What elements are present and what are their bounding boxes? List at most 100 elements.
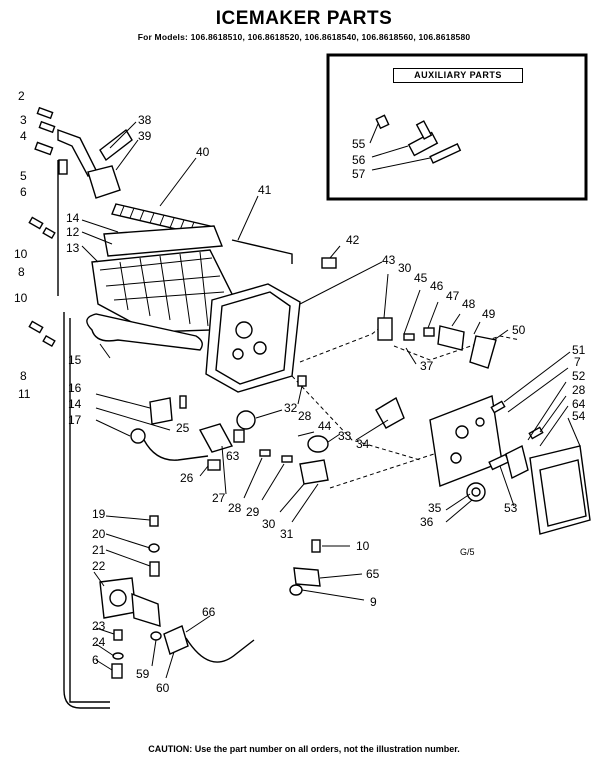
arm-part-27 xyxy=(198,423,234,453)
housing-part-43 xyxy=(205,283,301,393)
switch-part-48 xyxy=(437,325,465,351)
aux-part-55 xyxy=(375,114,390,130)
callout-2: 2 xyxy=(18,89,25,103)
figure-code: G/5 xyxy=(460,547,475,557)
callout-48: 48 xyxy=(462,297,476,311)
callout-55: 55 xyxy=(352,137,366,151)
callout-31: 31 xyxy=(280,527,294,541)
tube-adapter-part-6 xyxy=(58,159,68,175)
clip-part-59 xyxy=(150,631,162,641)
screw-part-7 xyxy=(490,400,506,414)
callout-14b: 14 xyxy=(68,397,82,411)
washer-part-20 xyxy=(148,543,160,553)
callout-28a: 28 xyxy=(228,501,242,515)
auxiliary-parts-box xyxy=(326,53,588,201)
callout-65: 65 xyxy=(366,567,380,581)
callout-64: 64 xyxy=(572,397,586,411)
screw-part-28b xyxy=(297,375,307,387)
callout-33: 33 xyxy=(338,429,352,443)
screw-part-29 xyxy=(281,455,293,463)
callout-56: 56 xyxy=(352,153,366,167)
screw-part-28c xyxy=(528,426,544,440)
callout-30b: 30 xyxy=(398,261,412,275)
screw-part-19 xyxy=(149,515,159,527)
callout-37: 37 xyxy=(420,359,434,373)
callout-57: 57 xyxy=(352,167,366,181)
solenoid-part-34 xyxy=(375,396,405,429)
callout-8a: 8 xyxy=(18,265,25,279)
callout-51: 51 xyxy=(572,343,586,357)
callout-6b: 6 xyxy=(92,653,99,667)
callout-63: 63 xyxy=(226,449,240,463)
clip-part-47 xyxy=(423,327,435,337)
callout-6a: 6 xyxy=(20,185,27,199)
part-63 xyxy=(233,429,245,443)
callout-29: 29 xyxy=(246,505,260,519)
nut-part-21 xyxy=(149,561,160,577)
callout-43: 43 xyxy=(382,253,396,267)
callout-60: 60 xyxy=(156,681,170,695)
clip-part-25 xyxy=(179,395,187,409)
bracket-part-16 xyxy=(149,397,173,425)
callout-35: 35 xyxy=(428,501,442,515)
callout-15: 15 xyxy=(68,353,82,367)
support-part-52 xyxy=(505,444,529,480)
callout-50: 50 xyxy=(512,323,526,337)
mounting-plate-part-51 xyxy=(429,395,503,487)
screw-part-46 xyxy=(403,333,415,341)
callout-17: 17 xyxy=(68,413,82,427)
fitting-part-60-66 xyxy=(163,625,255,663)
callout-26: 26 xyxy=(180,471,194,485)
callout-8b: 8 xyxy=(20,369,27,383)
callout-30a: 30 xyxy=(262,517,276,531)
callout-14a: 14 xyxy=(66,211,80,225)
gear-part-35-36 xyxy=(466,482,486,502)
callout-7: 7 xyxy=(574,355,581,369)
bracket-part-49-50 xyxy=(469,335,497,369)
callout-25: 25 xyxy=(176,421,190,435)
clip-part-42 xyxy=(321,257,337,269)
thermostat-part-17 xyxy=(130,428,146,444)
screw-part-10a xyxy=(28,216,44,230)
caution-note: CAUTION: Use the part number on all orde… xyxy=(148,744,460,754)
clamp-part-65 xyxy=(293,567,321,587)
callout-49: 49 xyxy=(482,307,496,321)
switch-part-31 xyxy=(299,459,329,485)
callout-21: 21 xyxy=(92,543,106,557)
callout-13: 13 xyxy=(66,241,80,255)
switch-part-45 xyxy=(377,317,393,341)
icemaker-mold-part-13 xyxy=(91,225,233,333)
callout-54: 54 xyxy=(572,409,586,423)
gear-part-32 xyxy=(236,410,256,430)
diagram-title: ICEMAKER PARTS xyxy=(215,8,393,29)
screw-part-28a xyxy=(259,449,271,457)
callout-42: 42 xyxy=(346,233,360,247)
model-numbers: For Models: 106.8618510, 106.8618520, 10… xyxy=(137,32,471,42)
callout-23: 23 xyxy=(92,619,106,633)
callout-39: 39 xyxy=(138,129,152,143)
screw-part-10c xyxy=(311,539,321,553)
callout-27: 27 xyxy=(212,491,226,505)
nut-part-23 xyxy=(113,629,123,641)
aux-part-57 xyxy=(429,143,462,164)
screw-part-8a xyxy=(42,226,56,240)
callout-66: 66 xyxy=(202,605,216,619)
callout-28c: 28 xyxy=(572,383,586,397)
fitting-part-6b xyxy=(111,663,123,679)
part-26 xyxy=(207,459,221,471)
screw-part-8b xyxy=(42,334,56,348)
washer-part-24 xyxy=(112,652,124,660)
callout-45: 45 xyxy=(414,271,428,285)
callout-59: 59 xyxy=(136,667,150,681)
callout-41: 41 xyxy=(258,183,272,197)
callout-20: 20 xyxy=(92,527,106,541)
callout-16: 16 xyxy=(68,381,82,395)
callout-10a: 10 xyxy=(14,247,28,261)
callout-4: 4 xyxy=(20,129,27,143)
callout-40: 40 xyxy=(196,145,210,159)
callout-32: 32 xyxy=(284,401,298,415)
callout-24: 24 xyxy=(92,635,106,649)
fill-cup-bracket xyxy=(57,129,97,178)
